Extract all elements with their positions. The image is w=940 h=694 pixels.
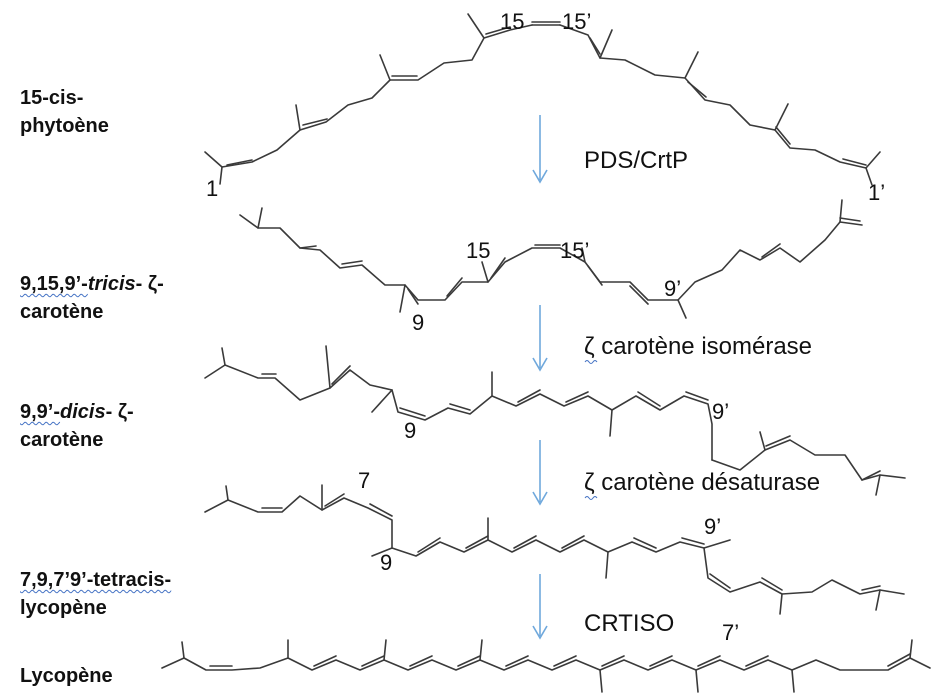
pos-9-m3: 9 [404,418,416,443]
compound-label-tetracis-lycopene: 7,9,7’9’-tetracis- lycopène [20,566,171,622]
compound-label-tricis-zeta-carotene: 9,15,9’-tricis- ζ- carotène [20,270,164,326]
compound-phytoene-line2: phytoène [20,115,109,137]
compound-label-phytoene: 15-cis- phytoène [20,84,109,140]
pos-1-m1: 1 [206,176,218,201]
pos-7-m4: 7 [358,468,370,493]
compound-lycopene-line1: Lycopène [20,665,113,687]
compound-dicis-line2: carotène [20,429,104,451]
compound-dicis-suffix: - ζ- [105,401,134,423]
pos-15p-m1: 15’ [562,9,591,34]
molecule-lycopene [161,639,931,693]
molecule-phytoene: 15 15’ 1 1’ [204,9,885,205]
pos-9-m4: 9 [380,550,392,575]
arrow-step-3 [532,440,548,506]
arrow-step-2 [532,305,548,372]
molecule-tetracis-lycopene: 7 9 9’ 7’ [204,468,905,645]
compound-label-lycopene: Lycopène [20,662,113,690]
pos-15-m2: 15 [466,238,490,263]
compound-tricis-line2: carotène [20,301,104,323]
enzyme-crtiso: CRTISO [584,610,674,637]
enzyme-pds-crtp: PDS/CrtP [584,147,688,174]
pos-1p-m1: 1’ [868,180,885,205]
pos-15p-m2: 15’ [560,238,589,263]
compound-phytoene-line1: 15-cis- [20,87,84,109]
enzyme-zeta-desaturase: ζ carotène désaturase [584,469,820,496]
pos-9p-m3: 9’ [712,399,729,424]
enzyme-zeta-isomerase: ζ carotène isomérase [584,333,812,360]
pos-9p-m4: 9’ [704,514,721,539]
molecule-tricis-zeta-carotene: 15 15’ 9 9’ [239,199,863,335]
compound-tetracis-line1: 7,9,7’9’-tetracis- [20,569,172,591]
molecule-dicis-zeta-carotene: 9 9’ [204,345,906,496]
compound-tetracis-line2: lycopène [20,597,107,619]
compound-label-dicis-zeta-carotene: 9,9’-dicis- ζ- carotène [20,398,134,454]
arrow-step-4 [532,574,548,640]
compound-tricis-prefix: 9,15,9’- [20,273,88,295]
compound-dicis-italic: dicis [60,401,106,423]
pos-9p-m2: 9’ [664,276,681,301]
compound-tricis-italic: tricis [87,273,136,295]
arrow-step-1 [532,115,548,184]
pos-9-m2: 9 [412,310,424,335]
compound-dicis-prefix: 9,9’- [20,401,61,423]
spellcheck-mark-1 [584,360,598,364]
spellcheck-mark-2 [584,496,598,500]
pos-15-m1: 15 [500,9,524,34]
compound-tricis-suffix: - ζ- [135,273,164,295]
pos-7p-m4: 7’ [722,620,739,645]
